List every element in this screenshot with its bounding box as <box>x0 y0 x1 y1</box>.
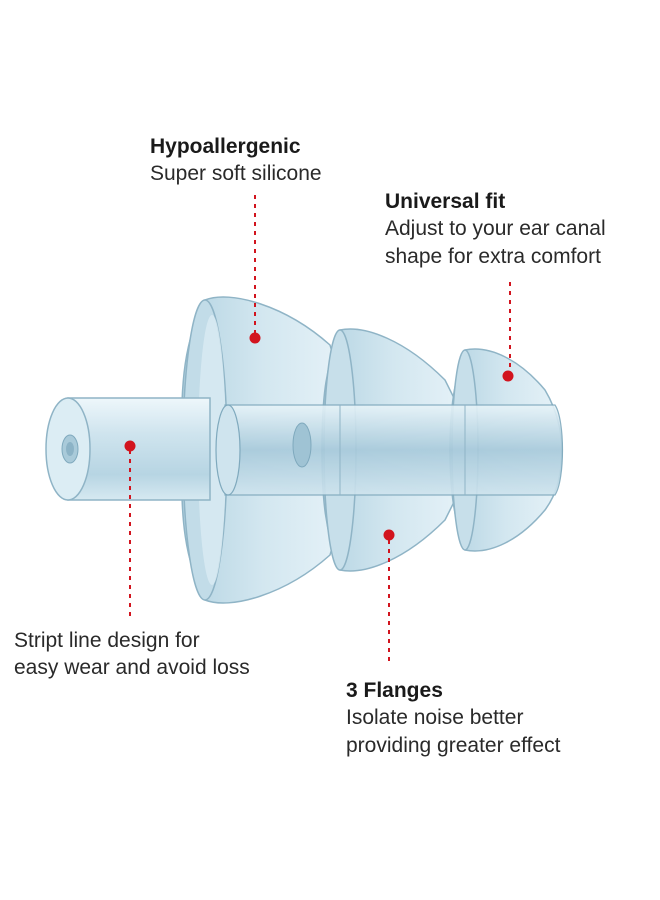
callout-desc: Super soft silicone <box>150 162 322 186</box>
inner-tube <box>215 404 564 496</box>
callout-flanges: 3 Flanges Isolate noise better providing… <box>346 677 560 759</box>
dot-universal-fit <box>502 370 514 382</box>
callout-desc-line: Adjust to your ear canal <box>385 217 606 241</box>
callout-desc-line: Isolate noise better <box>346 706 524 730</box>
callout-title: Hypoallergenic <box>150 135 301 158</box>
callout-desc-line: shape for extra comfort <box>385 244 601 268</box>
callout-desc-line: providing greater effect <box>346 733 561 757</box>
callout-title: 3 Flanges <box>346 679 443 702</box>
callout-universal-fit: Universal fit Adjust to your ear canal s… <box>385 188 606 270</box>
callout-desc-line: Stript line design for <box>14 629 200 652</box>
callout-desc-line: easy wear and avoid loss <box>14 656 250 680</box>
dot-stript-line <box>124 440 136 452</box>
stem <box>45 397 211 501</box>
callout-hypoallergenic: Hypoallergenic Super soft silicone <box>150 133 322 188</box>
leader-lines <box>124 195 514 662</box>
dot-flanges <box>383 529 395 541</box>
callout-stript-line: Stript line design for easy wear and avo… <box>14 627 250 682</box>
dot-hypoallergenic <box>249 332 261 344</box>
callout-title: Universal fit <box>385 190 506 213</box>
